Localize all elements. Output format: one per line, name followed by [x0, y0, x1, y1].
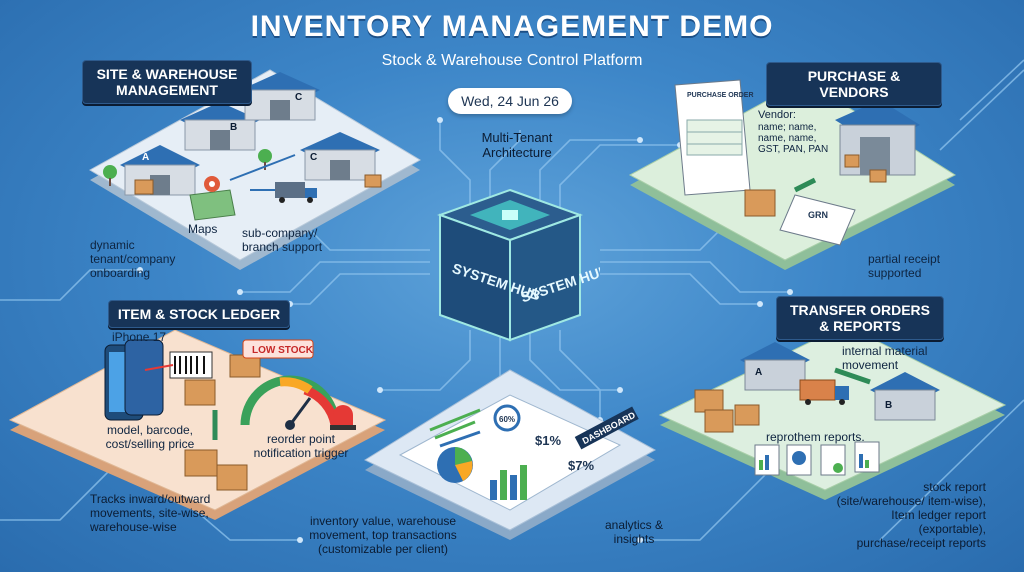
document-icon	[786, 444, 812, 476]
partial-receipt-note: partial receipt supported	[868, 252, 941, 280]
warehouse-c-label: C	[295, 92, 302, 103]
warehouse-icon	[835, 100, 920, 176]
truck-icon	[799, 379, 849, 405]
purchase-vendors-heading: PURCHASE & VENDORS	[766, 62, 942, 106]
document-icon	[754, 444, 780, 476]
device-label: iPhone 17	[112, 330, 167, 344]
inventory-value-note: inventory value, warehouse movement, top…	[309, 514, 457, 556]
document-icon: GRN	[779, 194, 856, 246]
site-warehouse-panel: A B C C	[89, 69, 421, 270]
reports-note: reprothem reports.	[766, 430, 865, 444]
vendor-fields: name; name, name, name, GST, PAN, PAN	[758, 122, 829, 155]
date-badge: Wed, 24 Jun 26	[448, 88, 572, 114]
bar-chart-icon	[490, 465, 527, 500]
box-icon	[704, 409, 734, 433]
document-icon	[854, 441, 880, 473]
tracks-movements-note: Tracks inward/outward movements, site-wi…	[90, 492, 211, 534]
warehouse-icon: A	[740, 342, 810, 391]
item-stock-heading: ITEM & STOCK LEDGER	[108, 300, 290, 328]
stat-percent-label: 60%	[499, 415, 515, 424]
box-icon	[694, 389, 724, 413]
warehouse-c2-label: C	[310, 152, 317, 163]
arrow-icon	[834, 367, 871, 385]
low-stock-label: LOW STOCK	[252, 345, 314, 356]
truck-icon	[275, 182, 317, 203]
box-icon	[869, 169, 887, 183]
warehouse-icon: A	[120, 145, 200, 196]
transfer-wh-a-label: A	[755, 367, 762, 378]
stock-report-note: stock report (site/warehouse/ item-wise)…	[836, 480, 986, 550]
page-subtitle: Stock & Warehouse Control Platform	[381, 52, 643, 69]
grn-label: GRN	[808, 210, 828, 220]
warehouse-icon: C	[300, 132, 380, 181]
map-pin-icon	[189, 176, 236, 221]
box-icon	[184, 449, 218, 477]
page-title: INVENTORY MANAGEMENT DEMO	[250, 10, 774, 43]
box-icon	[364, 174, 382, 188]
warehouse-b-label: B	[230, 122, 237, 133]
box-icon	[216, 464, 248, 491]
warehouse-a-label: A	[142, 152, 149, 163]
box-icon	[184, 379, 216, 406]
arrow-icon	[793, 177, 817, 193]
document-icon	[820, 444, 846, 476]
internal-movement-note: internal material movement	[842, 344, 928, 372]
hub-caption: Multi-Tenant Architecture	[481, 130, 553, 160]
barcode-icon	[169, 351, 213, 379]
analytics-note: analytics & insights	[604, 518, 664, 546]
vendor-title: Vendor:	[758, 109, 796, 121]
warehouse-icon: C	[240, 72, 320, 121]
maps-label: Maps	[188, 222, 218, 236]
transfer-reports-panel: A B	[658, 324, 1007, 500]
site-warehouse-heading: SITE & WAREHOUSE MANAGEMENT	[82, 60, 252, 104]
tenant-onboarding-note: dynamic tenant/company onboarding	[90, 238, 176, 280]
stat-2-label: $1%	[535, 433, 561, 448]
warehouse-icon: B	[870, 372, 940, 421]
box-icon	[734, 404, 760, 426]
po-title: PURCHASE ORDER	[687, 92, 754, 99]
model-barcode-note: model, barcode, cost/selling price	[105, 423, 195, 451]
pie-chart-icon	[437, 447, 473, 483]
box-icon	[134, 179, 154, 195]
low-stock-badge: LOW STOCK	[242, 339, 314, 359]
box-icon	[744, 189, 776, 217]
document-icon: PURCHASE ORDER	[674, 79, 754, 196]
purchase-vendors-panel: PURCHASE ORDER GRN	[628, 79, 957, 270]
dashboard-panel: 60% $1% $7% DASHBOARD	[363, 369, 657, 540]
system-hub-cube: SYSTEM HUB SYSTEM HUB	[437, 188, 600, 342]
stat-3-label: $7%	[568, 458, 594, 473]
transfer-wh-b-label: B	[885, 400, 892, 411]
warehouse-icon: B	[180, 102, 260, 151]
alarm-light-icon	[330, 405, 356, 430]
reorder-point-note: reorder point notification trigger	[253, 432, 349, 460]
branch-support-note: sub-company/ branch support	[242, 226, 323, 254]
smartphone-icon	[104, 339, 164, 421]
item-stock-panel: LOW STOCK	[8, 329, 387, 520]
box-icon	[844, 154, 860, 168]
transfer-reports-heading: TRANSFER ORDERS & REPORTS	[776, 296, 944, 340]
